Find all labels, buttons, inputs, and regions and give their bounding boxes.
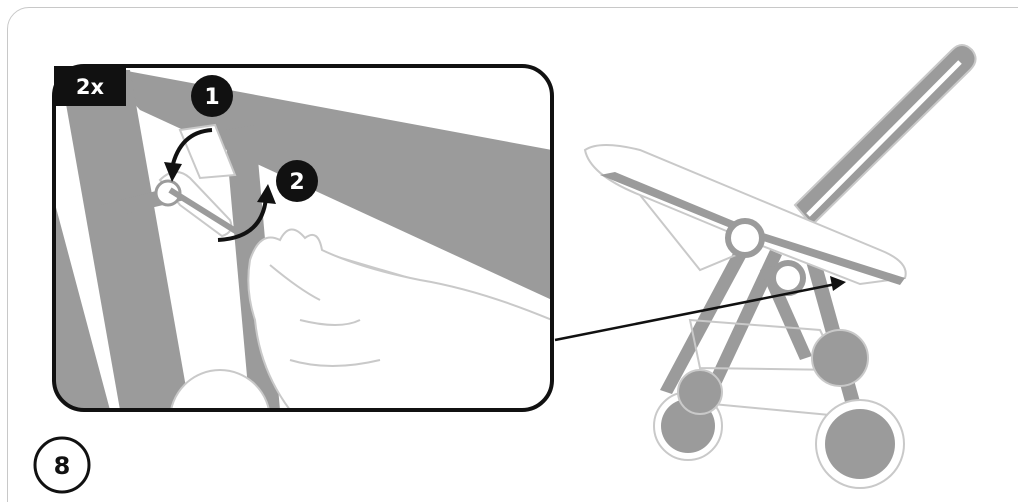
- repeat-badge: 2x: [54, 66, 126, 106]
- step-marker-2: 2: [276, 160, 318, 202]
- detail-closeup: 2x 1 2: [54, 66, 552, 470]
- figure-number-badge: 8: [35, 438, 89, 492]
- step-marker-label: 1: [204, 85, 219, 110]
- repeat-badge-label: 2x: [76, 75, 105, 99]
- stroller-illustration: [585, 45, 976, 488]
- step-marker-1: 1: [191, 75, 233, 117]
- front-wheel-back: [812, 330, 868, 386]
- step-marker-label: 2: [289, 170, 304, 195]
- rear-wheel-right: [678, 370, 722, 414]
- figure-number: 8: [54, 452, 71, 480]
- front-wheel-front: [816, 400, 904, 488]
